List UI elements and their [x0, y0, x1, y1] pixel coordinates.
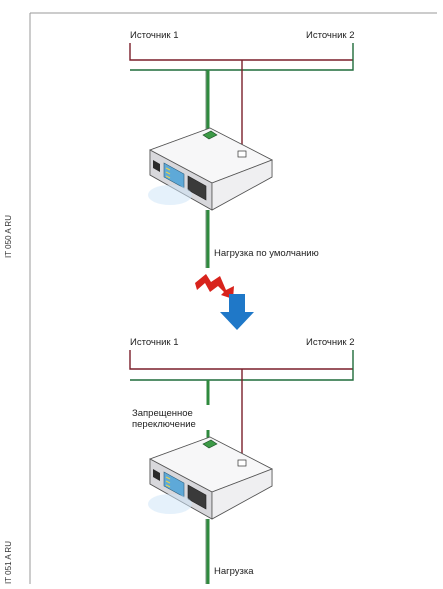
bottom-source1-bus: [129, 350, 353, 370]
bottom-source2-label: Источник 2: [306, 337, 355, 348]
bottom-figure-code: IT 051 A RU: [4, 541, 13, 584]
bottom-diagram: [129, 350, 354, 584]
top-source2-label: Источник 2: [306, 30, 355, 41]
top-load-label: Нагрузка по умолчанию: [214, 248, 319, 259]
bottom-source1-label: Источник 1: [130, 337, 179, 348]
top-diagram: [129, 43, 354, 268]
forbidden-switch-label-line2: переключение: [132, 419, 196, 430]
top-figure-code: IT 050 A RU: [4, 215, 13, 258]
forbidden-switch-label-line1: Запрещенное: [132, 408, 193, 419]
bottom-source2-bus: [130, 350, 354, 381]
bottom-transfer-switch: [148, 436, 273, 520]
red-zigzag-arrow: [195, 274, 234, 299]
top-source1-bus: [129, 43, 353, 61]
blue-down-arrow: [220, 294, 254, 330]
top-transfer-switch: [148, 127, 273, 211]
top-source1-label: Источник 1: [130, 30, 179, 41]
bottom-load-label: Нагрузка: [214, 566, 254, 577]
top-source2-bus: [130, 43, 354, 71]
